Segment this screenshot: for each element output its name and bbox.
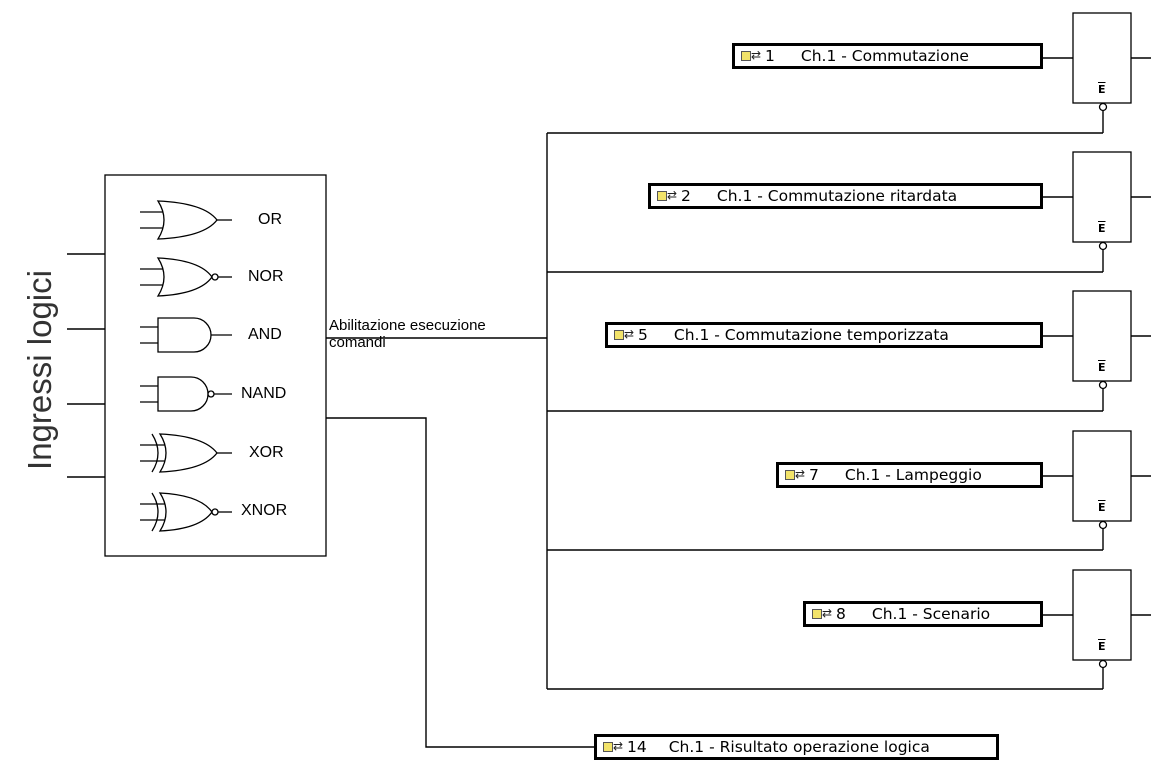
function-block-4 [1042,430,1151,550]
gate-label-xor: XOR [249,444,284,461]
enable-pin-label-1: E [1098,83,1106,96]
gate-label-nand: NAND [241,385,287,402]
object-name: Ch.1 - Scenario [871,605,991,623]
xor-gate-icon [140,433,232,473]
gate-label-xnor: XNOR [241,502,288,519]
enable-pin-label-4: E [1098,501,1106,514]
logic-block [104,174,327,557]
gate-label-nor: NOR [248,268,284,285]
object-name: Ch.1 - Commutazione temporizzata [673,326,949,344]
object-name: Ch.1 - Commutazione ritardata [716,187,958,205]
enable-pin-label-3: E [1098,361,1106,374]
object-number: 7 [809,466,819,484]
object-name: Ch.1 - Lampeggio [844,466,982,484]
result-object[interactable]: ⇄ 14 Ch.1 - Risultato operazione logica [594,734,999,760]
channel-object-7[interactable]: ⇄ 7 Ch.1 - Lampeggio [776,462,1043,488]
object-arrows-icon: ⇄ [741,48,763,63]
object-number: 14 [627,738,647,756]
function-block-3 [1042,290,1151,411]
gate-label-or: OR [258,211,282,228]
nor-gate-icon [140,257,232,297]
or-gate-icon [140,200,232,240]
side-title: Ingressi logici [21,270,58,470]
result-wire [326,417,596,748]
enable-output-label: Abilitazione esecuzione comandi [329,317,549,351]
object-arrows-icon: ⇄ [785,467,807,482]
object-arrows-icon: ⇄ [614,327,636,342]
object-number: 1 [765,47,775,65]
enable-pin-label-5: E [1098,640,1106,653]
channel-object-1[interactable]: ⇄ 1 Ch.1 - Commutazione [732,43,1043,69]
object-number: 5 [638,326,648,344]
and-gate-icon [140,317,232,353]
object-number: 2 [681,187,691,205]
function-block-5 [1042,569,1151,689]
object-name: Ch.1 - Risultato operazione logica [668,738,930,756]
gate-label-and: AND [248,326,282,343]
object-arrows-icon: ⇄ [603,739,625,754]
channel-object-2[interactable]: ⇄ 2 Ch.1 - Commutazione ritardata [648,183,1043,209]
enable-output-line1: Abilitazione esecuzione [329,317,486,334]
object-arrows-icon: ⇄ [657,188,679,203]
object-name: Ch.1 - Commutazione [800,47,969,65]
object-number: 8 [836,605,846,623]
object-arrows-icon: ⇄ [812,606,834,621]
xnor-gate-icon [140,492,232,532]
function-block-2 [1042,151,1151,272]
function-block-1 [1042,12,1151,133]
channel-object-5[interactable]: ⇄ 5 Ch.1 - Commutazione temporizzata [605,322,1043,348]
channel-object-8[interactable]: ⇄ 8 Ch.1 - Scenario [803,601,1043,627]
enable-output-line2: comandi [329,334,386,351]
nand-gate-icon [140,376,232,412]
enable-pin-label-2: E [1098,222,1106,235]
